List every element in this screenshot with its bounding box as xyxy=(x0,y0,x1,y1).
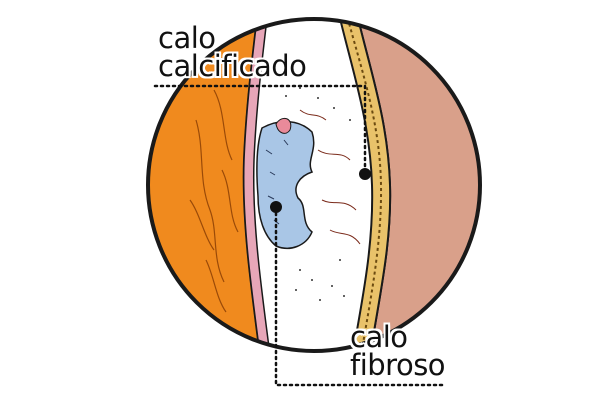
fibrous-strands xyxy=(299,109,361,245)
vessel-blob xyxy=(275,117,292,134)
stipple xyxy=(285,87,351,301)
marker-dot-fibrous xyxy=(270,201,282,213)
periosteum-band xyxy=(242,19,273,351)
cortex-band xyxy=(336,19,392,351)
marker-dot-calcified xyxy=(359,168,371,180)
label-fibrous-line1: calo xyxy=(350,320,408,354)
cartilage-texture xyxy=(265,139,289,225)
leader-line-calcified xyxy=(153,84,367,174)
muscle-texture xyxy=(189,89,239,313)
label-calcified-callus: calo calcificado xyxy=(158,21,307,83)
leader-line-fibrous xyxy=(274,205,447,387)
label-calcified-line1: calo xyxy=(158,21,216,55)
label-fibrous-callus: calo fibroso xyxy=(350,320,446,382)
label-fibrous-line2: fibroso xyxy=(350,348,446,382)
diagram-frame xyxy=(146,17,482,353)
cortex-texture xyxy=(345,19,383,351)
label-calcified-line2: calcificado xyxy=(158,49,307,83)
